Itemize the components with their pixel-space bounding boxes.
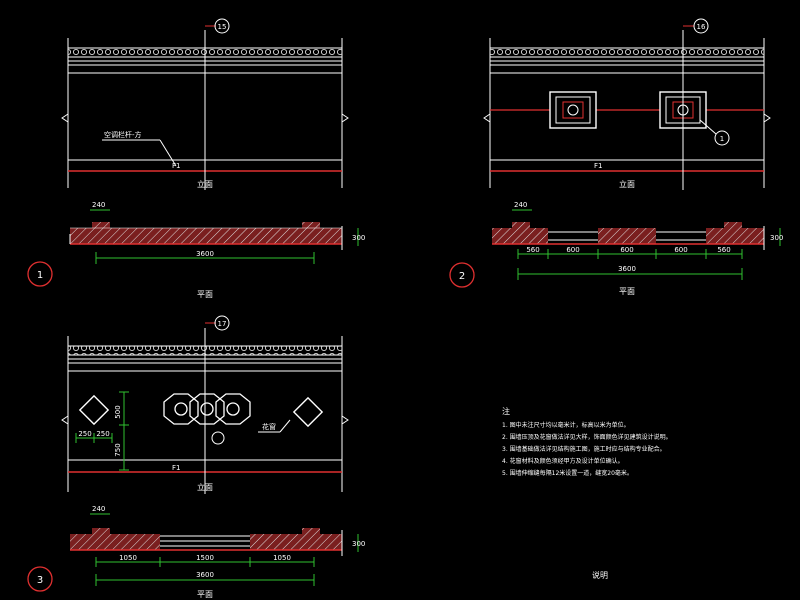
dim-top-1: 240 [92,201,105,209]
panel-3: 17 500 750 250 250 花窗 F1 立面 [27,315,365,599]
dim-seg-3-3: 1050 [273,554,291,562]
triple-lattice-window [163,393,251,425]
note-line-5: 5. 围墙伸缩缝每隔12米设置一道，缝宽20毫米。 [502,469,633,477]
elevation-2: 16 1 F1 立面 [483,18,771,190]
callout-2: 1 [720,135,724,143]
note-line-1: 1. 图中未注尺寸均以毫米计，标高以米为单位。 [502,421,630,429]
elevation-1: 15 空调栏杆-方 F1 立面 [61,18,349,190]
dim-overall-2: 3600 [618,265,636,273]
dim-vert-3-1: 500 [114,405,122,418]
dim-overall-3: 3600 [196,571,214,579]
elevation-3: 17 500 750 250 250 花窗 F1 立面 [61,315,349,494]
plan-caption-1: 平面 [197,290,213,299]
note-line-2: 2. 围墙压顶及花窗做法详见大样，饰面颜色详见建筑设计说明。 [502,433,672,441]
dim-seg-2-4: 600 [674,246,687,254]
panel-index-2: 2 [459,271,465,282]
callout-1: 空调栏杆-方 [104,130,142,139]
dim-seg-2-2: 600 [566,246,579,254]
dim-top-2: 240 [514,201,527,209]
dim-horiz-3-2: 250 [96,430,109,438]
diamond-window-right [292,396,324,428]
panel-2: 16 1 F1 立面 240 [449,18,783,296]
dim-horiz-3-1: 250 [78,430,91,438]
dim-seg-2-5: 560 [717,246,730,254]
dim-seg-2-1: 560 [526,246,539,254]
dim-right-1: 300 [352,234,365,242]
grid-tag-1: 15 [218,23,227,31]
plan-1: 240 3600 300 1 平面 [27,201,365,299]
notes-caption: 说明 [592,570,608,580]
diamond-window-left [78,394,110,426]
notes-heading: 注 [502,406,510,416]
dim-right-2: 300 [770,234,783,242]
panel-1: 15 空调栏杆-方 F1 立面 240 3600 300 1 平面 [27,18,365,299]
dim-vert-3-2: 750 [114,443,122,456]
plan-2: 240 560 600 600 600 560 3600 300 2 平 [449,201,783,296]
plan-caption-2: 平面 [619,287,635,296]
note-line-3: 3. 围墙基础做法详见结构施工图，施工时应与结构专业配合。 [502,445,666,453]
elevation-caption-2: 立面 [619,179,635,189]
dim-seg-3-1: 1050 [119,554,137,562]
panel-index-3: 3 [37,575,43,586]
callout-3: 花窗 [262,422,276,431]
note-line-4: 4. 花窗材料及颜色须经甲方及设计单位确认。 [502,457,624,465]
grid-tag-2: 16 [697,23,706,31]
grid-tag-3: 17 [218,320,227,328]
notes-block: 注 1. 图中未注尺寸均以毫米计，标高以米为单位。 2. 围墙压顶及花窗做法详见… [502,406,672,580]
dim-top-3: 240 [92,505,105,513]
plan-caption-3: 平面 [197,590,213,599]
plan-3: 240 1050 1500 1050 3600 300 3 平面 [27,505,365,599]
dim-seg-3-2: 1500 [196,554,214,562]
dim-right-3: 300 [352,540,365,548]
dim-seg-2-3: 600 [620,246,633,254]
floor-tag-3: F1 [172,464,180,472]
dim-overall-1: 3600 [196,250,214,258]
lattice-window-left [549,91,597,129]
panel-index-1: 1 [37,270,43,281]
floor-tag-1: F1 [172,162,180,170]
elevation-caption-3: 立面 [197,482,213,492]
floor-tag-2: F1 [594,162,602,170]
elevation-caption-1: 立面 [197,179,213,189]
